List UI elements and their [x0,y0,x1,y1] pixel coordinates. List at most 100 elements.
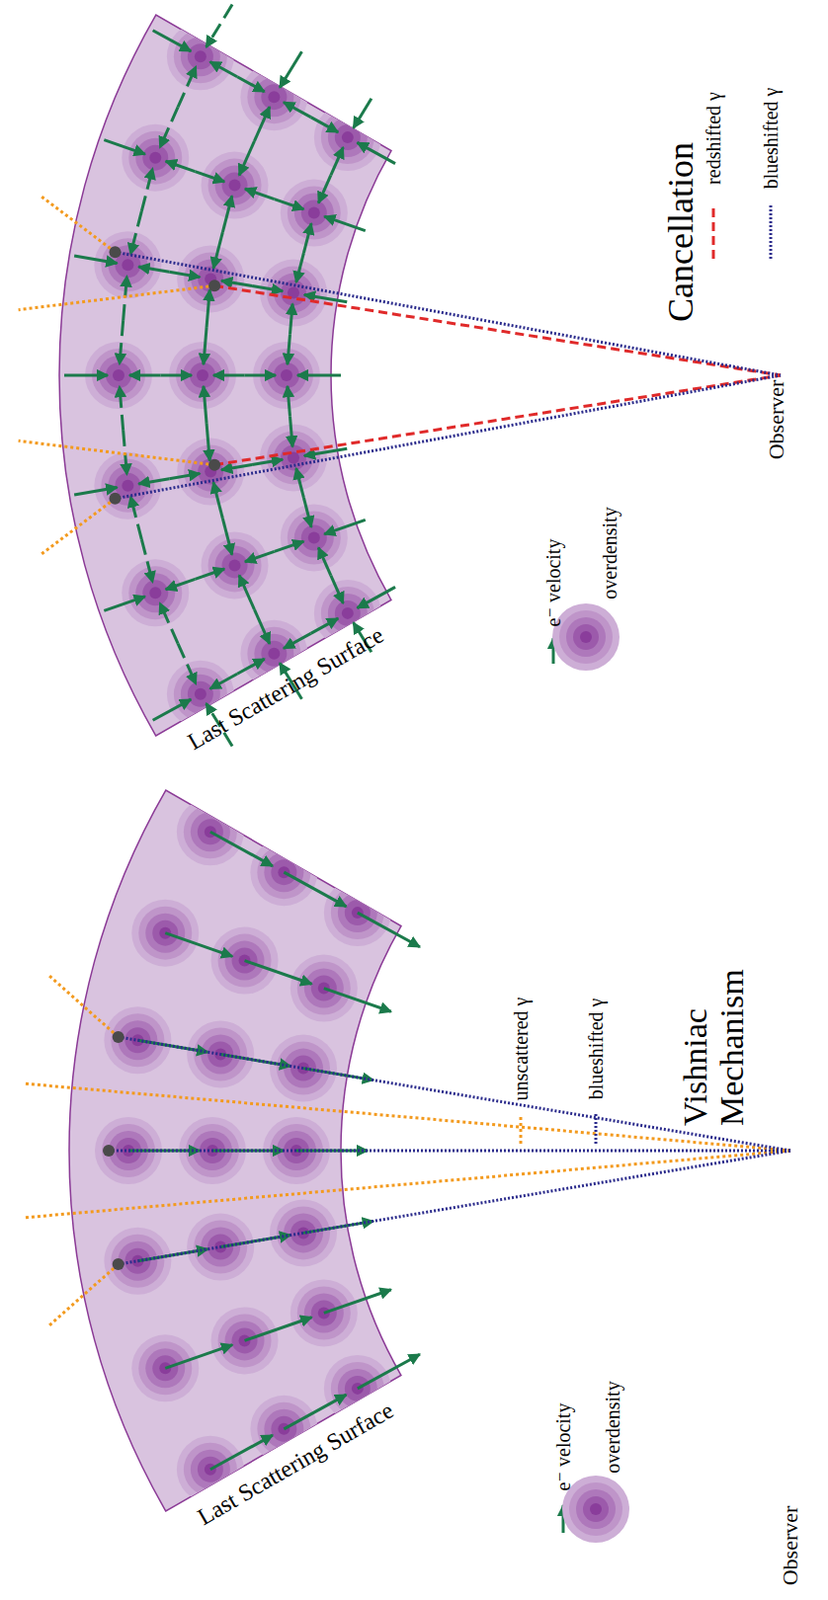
electron-velocity-arrow [168,271,200,277]
electron-velocity-arrow [119,320,124,365]
electron-velocity-arrow [290,416,294,448]
surface-label: Last Scattering Surface [192,1398,398,1532]
overdensity [197,819,224,845]
electron-velocity-arrow [251,459,283,465]
photon-path [48,975,119,1038]
electron-velocity-arrow [206,423,210,462]
overdensity [121,124,189,192]
overdensity [215,545,255,585]
electron-velocity-arrow [287,333,291,365]
overdensity [314,103,382,171]
electron-velocity-arrow [279,51,302,88]
overdensity [351,1383,364,1396]
last-scattering-band [59,14,392,737]
electron-velocity-arrow [141,167,153,212]
electron-velocity-arrow [253,106,269,142]
electron-velocity-arrow [303,223,312,253]
electron-velocity-arrow [210,831,273,867]
overdensity [290,1279,358,1347]
electron-velocity-arrow [324,1290,392,1315]
scattering-point [208,459,221,472]
overdensity [232,948,258,975]
electron-velocity-arrow [221,464,252,470]
overdensity [135,138,175,178]
electron-velocity-arrow [210,62,239,78]
panel [18,4,781,747]
overdensity [280,280,307,307]
overdensity [208,159,262,213]
electron-velocity-arrow [64,374,108,378]
electron-velocity-arrow [331,576,344,604]
photon-path [114,375,781,499]
electron-velocity-arrow [222,195,232,233]
legend-label: e⁻ velocity [552,1404,575,1492]
electron-velocity-arrow [103,140,146,155]
overdensity [222,552,249,579]
overdensity [145,913,185,954]
overdensity [260,83,287,110]
scattering-point [108,246,121,258]
electron-velocity-arrow [130,496,142,540]
overdensity [334,600,361,627]
overdensity [204,1464,217,1477]
electron-velocity-arrow [237,77,265,92]
overdensity [142,145,168,171]
overdensity [208,538,262,592]
legend-overdensity [573,624,599,651]
overdensity [280,503,348,572]
photon-path [214,375,781,466]
electron-velocity-arrow [213,482,223,519]
overdensity [112,369,125,382]
electron-velocity-arrow [160,106,178,148]
overdensity [328,593,368,634]
overdensity [267,90,280,103]
overdensity [266,266,321,321]
overdensity [204,826,217,838]
overdensity [211,1307,279,1375]
electron-velocity-arrow [206,289,210,328]
overdensity [277,866,290,879]
electron-velocity-arrow [213,374,246,378]
overdensity [297,1286,351,1340]
legend-label: blueshifted γ [759,87,782,190]
overdensity [270,859,297,886]
overdensity [311,1300,337,1326]
electron-velocity-arrow [141,539,153,583]
overdensity [103,1006,171,1075]
electron-velocity-arrow [318,547,332,576]
legend-label: blueshifted γ [584,998,607,1101]
overdensity [105,362,132,389]
overdensity [121,559,189,627]
electron-velocity-arrow [356,586,396,608]
photon-path [22,1151,791,1219]
overdensity [324,879,392,947]
electron-velocity-arrow [74,488,117,496]
legend-label: overdensity [598,506,621,599]
overdensity [180,36,221,77]
photon-path [18,285,216,310]
panel [22,790,791,1512]
overdensity [117,1020,158,1061]
overdensity [187,681,214,708]
overdensity [218,1314,272,1368]
overdensity [344,900,371,926]
overdensity [117,1242,158,1282]
electron-velocity-arrow [160,602,178,644]
electron-velocity-arrow [297,374,341,378]
electron-velocity-arrow [203,386,207,424]
electron-velocity-arrow [274,541,305,552]
legend-label: e⁻ velocity [542,539,565,628]
legend-overdensity [582,1496,609,1523]
electron-velocity-arrow [153,699,192,721]
overdensity [142,579,168,606]
overdensity [93,231,162,299]
electron-velocity-arrow [138,479,169,485]
overdensity [110,1235,165,1289]
legend-overdensity [559,610,613,664]
overdensity [253,634,294,674]
electron-velocity-arrow [165,933,233,958]
overdensity [304,969,344,1009]
legend-overdensity [579,631,592,644]
overdensity [308,531,321,544]
